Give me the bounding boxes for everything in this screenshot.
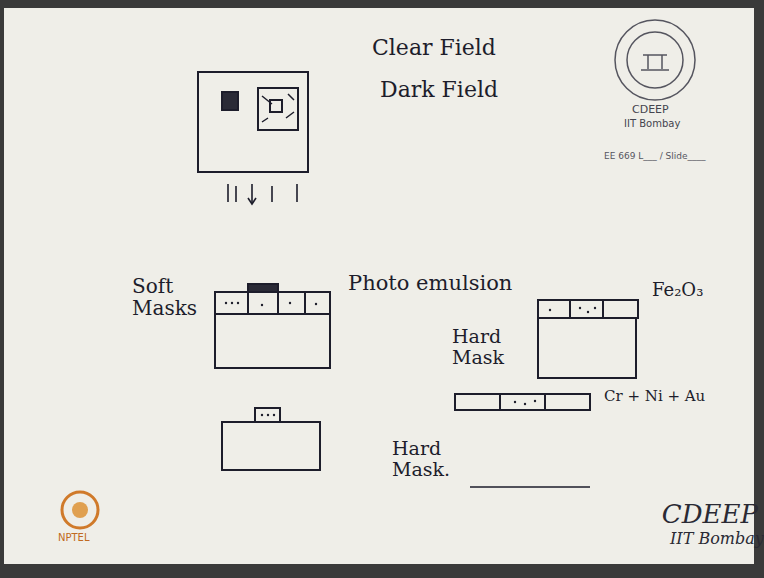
layer-label: Photo emulsion bbox=[348, 272, 512, 295]
side-label: Hard Mask. bbox=[392, 438, 452, 480]
logo-text: CDEEP bbox=[632, 104, 669, 116]
title-text: Dark Field bbox=[380, 78, 498, 102]
watermark: IIT Bombay bbox=[670, 530, 764, 548]
side-label: Soft Masks bbox=[132, 275, 202, 319]
logo-text: IIT Bombay bbox=[624, 118, 680, 129]
watermark: CDEEP bbox=[662, 500, 758, 529]
title-text: Clear Field bbox=[372, 36, 496, 60]
slide-number: EE 669 L___ / Slide____ bbox=[604, 152, 706, 162]
material-label: Fe₂O₃ bbox=[652, 280, 703, 300]
material-label: Cr + Ni + Au bbox=[604, 388, 705, 405]
logo-text: NPTEL bbox=[58, 532, 90, 543]
side-label: Hard Mask bbox=[452, 326, 512, 368]
